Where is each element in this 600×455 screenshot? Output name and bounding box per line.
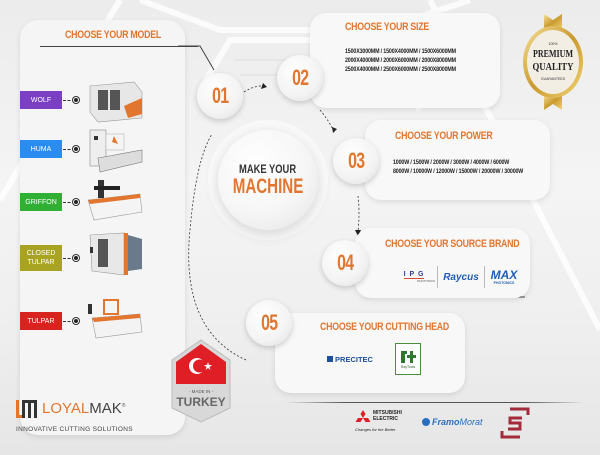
raytools-logo[interactable]: RayTools xyxy=(395,343,421,375)
griffon-machine-image xyxy=(87,180,143,221)
step-05-circle[interactable]: 05 xyxy=(246,300,292,346)
size-title: CHOOSE YOUR SIZE xyxy=(345,21,430,33)
max-subtext: PHOTONICS xyxy=(493,281,515,285)
source-brand-title: CHOOSE YOUR SOURCE BRAND xyxy=(385,238,520,250)
center-line-1: MAKE YOUR xyxy=(239,162,297,176)
raycus-text: Raycus xyxy=(443,271,479,283)
logo-tagline: INNOVATIVE CUTTING SOLUTIONS xyxy=(16,426,133,433)
raytools-text: RayTools xyxy=(400,365,416,369)
loyalmak-mark-icon xyxy=(16,400,37,418)
made-in-turkey-badge: - MADE IN - TURKEY xyxy=(170,338,232,424)
wolf-machine-image xyxy=(89,81,143,123)
step-number: 01 xyxy=(211,83,229,108)
model-row-tulpar[interactable]: TULPAR xyxy=(20,299,170,360)
model-label[interactable]: GRIFFON xyxy=(20,193,62,211)
power-option-row[interactable]: 8000W / 10000W / 12000W / 15000W / 20000… xyxy=(393,168,524,175)
cutting-head-card: CHOOSE YOUR CUTTING HEAD PRECITEC RayToo… xyxy=(275,313,465,393)
gold-seal-icon xyxy=(523,14,583,110)
model-title-rule xyxy=(40,46,198,47)
max-text: MAX xyxy=(490,268,518,282)
closed-tulpar-machine-image xyxy=(89,232,142,276)
raycus-logo[interactable]: Raycus xyxy=(439,266,483,288)
connector-dot xyxy=(73,199,79,205)
ipg-text: I P G xyxy=(403,271,425,279)
ipg-subtext: PHOTONICS xyxy=(417,279,435,283)
precitec-mark-icon xyxy=(327,356,334,362)
model-section-title: CHOOSE YOUR MODEL xyxy=(65,29,161,41)
step-04-circle[interactable]: 04 xyxy=(322,240,368,286)
raytools-mark-icon xyxy=(401,351,416,363)
model-label[interactable]: TULPAR xyxy=(20,312,62,330)
morat-text: Morat xyxy=(459,417,483,427)
connector-dot xyxy=(73,318,79,324)
premium-quality-badge: 100% PREMIUM QUALITY GUARANTEED xyxy=(520,12,586,112)
logo-text-b: MAK xyxy=(89,400,122,417)
size-card: CHOOSE YOUR SIZE 1500X3000MM / 1500X4000… xyxy=(310,13,500,108)
connector-dot xyxy=(73,146,79,152)
step-number: 02 xyxy=(291,65,309,90)
badge-bottom-text: GUARANTEED xyxy=(540,77,566,81)
loyalmak-logo: LOYALMAK® INNOVATIVE CUTTING SOLUTIONS xyxy=(16,398,156,440)
ipg-logo[interactable]: I P G PHOTONICS xyxy=(393,266,435,288)
mitsubishi-text-2: ELECTRIC xyxy=(373,415,398,422)
model-label[interactable]: HUMA xyxy=(20,140,62,158)
power-card: CHOOSE YOUR POWER 1000W / 1500W / 2000W … xyxy=(365,120,550,200)
connector-dot xyxy=(73,97,79,103)
mitsubishi-text-1: MITSUBISHI xyxy=(373,410,402,416)
s-brand-logo xyxy=(500,407,530,439)
step-01-circle[interactable]: 01 xyxy=(197,73,243,119)
arrow-icon xyxy=(261,83,267,89)
cutting-head-title: CHOOSE YOUR CUTTING HEAD xyxy=(320,321,450,333)
step-number: 03 xyxy=(347,148,365,173)
logo-text-a: LOYAL xyxy=(42,400,90,417)
model-label[interactable]: CLOSED TULPAR xyxy=(20,245,62,271)
turkey-flag-icon xyxy=(171,339,231,423)
max-photonics-logo[interactable]: MAX PHOTONICS xyxy=(486,264,522,290)
framo-text: Framo xyxy=(432,417,460,427)
country-text: TURKEY xyxy=(176,395,226,409)
badge-line-2: QUALITY xyxy=(532,61,574,73)
step-number: 04 xyxy=(336,250,354,275)
partners-rule xyxy=(285,402,585,403)
mitsubishi-logo: MITSUBISHI ELECTRIC Changes for the Bett… xyxy=(355,410,410,440)
precitec-logo[interactable]: PRECITEC xyxy=(320,351,380,367)
registered-mark: ® xyxy=(121,403,126,409)
size-option-row[interactable]: 1500X3000MM / 1500X4000MM / 1500X6000MM xyxy=(345,48,456,55)
step-03-circle[interactable]: 03 xyxy=(333,138,379,184)
tulpar-machine-image xyxy=(88,299,143,339)
size-option-row[interactable]: 2000X4000MM / 2000X6000MM / 2000X8000MM xyxy=(345,57,456,64)
make-your-machine-hub: MAKE YOUR MACHINE xyxy=(218,130,318,230)
step-number: 05 xyxy=(260,310,278,335)
framo-morat-mark-icon xyxy=(422,418,430,426)
mitsubishi-diamonds-icon xyxy=(355,410,371,422)
badge-line-1: PREMIUM xyxy=(533,49,573,60)
model-label[interactable]: WOLF xyxy=(20,91,62,109)
size-option-row[interactable]: 2500X4000MM / 2500X6000MM / 2500X8000MM xyxy=(345,66,456,73)
model-row-wolf[interactable]: WOLF xyxy=(20,81,170,146)
precitec-text: PRECITEC xyxy=(335,354,373,364)
center-line-2: MACHINE xyxy=(232,175,304,198)
connector-dot xyxy=(73,255,79,261)
model-row-closed-tulpar[interactable]: CLOSED TULPAR xyxy=(20,232,170,303)
power-option-row[interactable]: 1000W / 1500W / 2000W / 3000W / 4000W / … xyxy=(393,159,510,166)
badge-top-text: 100% xyxy=(548,42,558,46)
source-brand-card: CHOOSE YOUR SOURCE BRAND I P G PHOTONICS… xyxy=(355,228,530,298)
model-row-griffon[interactable]: GRIFFON xyxy=(20,180,170,248)
step-02-circle[interactable]: 02 xyxy=(277,55,323,101)
power-title: CHOOSE YOUR POWER xyxy=(395,130,493,142)
huma-machine-image xyxy=(89,129,143,173)
made-in-text: - MADE IN - xyxy=(188,389,214,394)
arrow-icon xyxy=(332,127,337,133)
mitsubishi-tagline: Changes for the Better xyxy=(355,427,396,432)
model-row-huma[interactable]: HUMA xyxy=(20,129,170,192)
